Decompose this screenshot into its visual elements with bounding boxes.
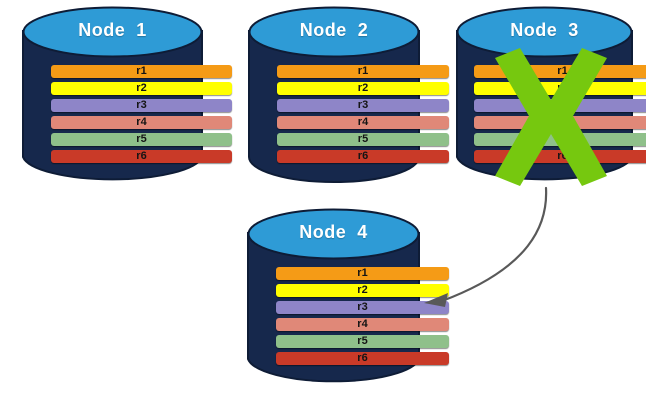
row-bar-r3[interactable]: r3 <box>51 99 232 112</box>
row-bar-label: r2 <box>136 82 147 94</box>
node-cylinder-node4[interactable]: Node 4 r1 r2 r3 r4 r5 r6 <box>247 208 449 384</box>
row-bar-r2[interactable]: r2 <box>277 82 449 95</box>
row-bar-r6[interactable]: r6 <box>276 352 449 365</box>
row-list-node2: r1 r2 r3 r4 r5 r6 <box>248 65 478 163</box>
arrowhead-icon <box>424 293 448 307</box>
row-bar-label: r4 <box>136 116 147 128</box>
row-bar-label: r6 <box>357 352 368 364</box>
row-bar-label: r6 <box>357 150 369 162</box>
row-bar-r1[interactable]: r1 <box>277 65 449 78</box>
row-bar-r5[interactable]: r5 <box>277 133 449 146</box>
row-bar-label: r3 <box>357 301 368 313</box>
row-bar-label: r5 <box>357 133 369 145</box>
row-bar-r3[interactable]: r3 <box>276 301 449 314</box>
row-bar-label: r6 <box>136 150 147 162</box>
row-bar-r4[interactable]: r4 <box>51 116 232 129</box>
row-bar-r2[interactable]: r2 <box>276 284 449 297</box>
row-bar-label: r2 <box>357 284 368 296</box>
row-list-node4: r1 r2 r3 r4 r5 r6 <box>247 267 478 365</box>
row-bar-r6[interactable]: r6 <box>277 150 449 163</box>
row-bar-r1[interactable]: r1 <box>51 65 232 78</box>
row-bar-label: r4 <box>357 116 369 128</box>
row-list-node1: r1 r2 r3 r4 r5 r6 <box>22 65 261 163</box>
row-bar-label: r2 <box>357 82 369 94</box>
row-bar-label: r4 <box>357 318 368 330</box>
row-bar-label: r1 <box>357 267 368 279</box>
row-bar-label: r1 <box>136 65 147 77</box>
node-cylinder-node2[interactable]: Node 2 r1 r2 r3 r4 r5 r6 <box>248 6 449 183</box>
row-bar-r4[interactable]: r4 <box>277 116 449 129</box>
node-cylinder-node1[interactable]: Node 1 r1 r2 r3 r4 r5 r6 <box>22 6 232 182</box>
row-bar-r5[interactable]: r5 <box>51 133 232 146</box>
row-bar-label: r5 <box>136 133 147 145</box>
row-bar-label: r1 <box>357 65 369 77</box>
row-bar-r1[interactable]: r1 <box>276 267 449 280</box>
row-bar-r3[interactable]: r3 <box>277 99 449 112</box>
row-bar-r6[interactable]: r6 <box>51 150 232 163</box>
row-bar-label: r3 <box>357 99 369 111</box>
row-bar-r2[interactable]: r2 <box>51 82 232 95</box>
row-bar-r5[interactable]: r5 <box>276 335 449 348</box>
row-bar-label: r5 <box>357 335 368 347</box>
row-bar-r4[interactable]: r4 <box>276 318 449 331</box>
row-bar-label: r3 <box>136 99 147 111</box>
